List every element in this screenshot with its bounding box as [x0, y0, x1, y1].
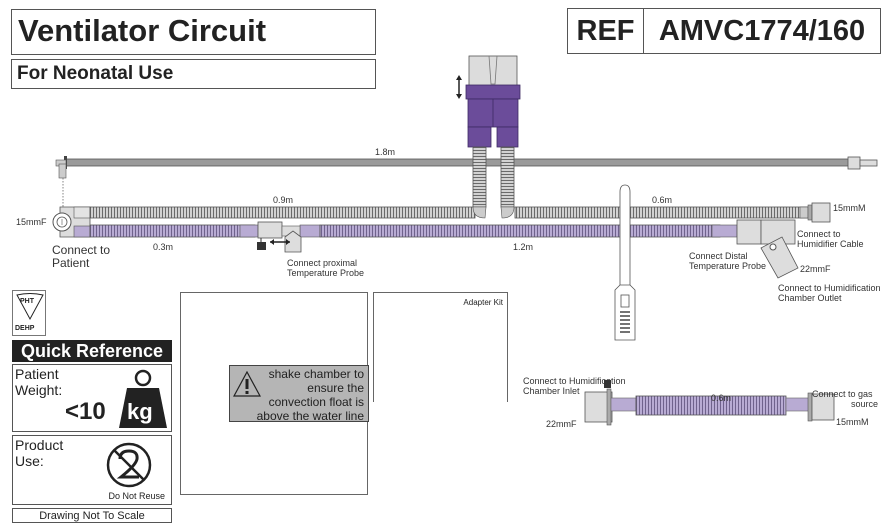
humidifier-connector [736, 202, 831, 279]
warning-line-4: above the water line [256, 409, 364, 423]
length-label-inspiratory-right: 0.6m [652, 195, 673, 205]
weight-icon [119, 369, 167, 428]
distal-probe-label-line2: Temperature Probe [689, 261, 767, 271]
length-label-dry-line: 0.6m [711, 393, 732, 403]
do-not-reuse-icon [106, 442, 152, 488]
warning-text: shake chamber to ensure the convection f… [257, 367, 364, 423]
adapter-kit-box: Adapter Kit [373, 292, 508, 402]
length-label-pressure-line: 1.8m [375, 147, 396, 157]
proximal-probe-port [257, 221, 302, 253]
weight-unit: kg [127, 399, 153, 424]
gas-source-label-line2: source [851, 399, 879, 409]
connect-patient-label-line1: Connect to [52, 243, 111, 257]
water-trap [456, 55, 521, 219]
chamber-inlet-label-line2: Chamber Inlet [523, 386, 580, 396]
proximal-probe-label-line1: Connect proximal [287, 258, 358, 268]
warning-triangle-icon [233, 371, 261, 397]
warning-callout: shake chamber to ensure the convection f… [229, 365, 369, 423]
gas-source-size: 15mmM [836, 417, 869, 427]
pht-label: PHT [20, 298, 34, 305]
outlet-size: 22mmF [800, 264, 831, 274]
patient-weight-box: Patient Weight: <10 kg [12, 364, 172, 432]
page-title: Ventilator Circuit [18, 13, 267, 48]
inlet-size: 22mmF [546, 419, 577, 429]
chamber-inlet-label-line1: Connect to Humidification [523, 376, 626, 386]
proximal-probe-label-line2: Temperature Probe [287, 268, 365, 278]
gas-source-label-line1: Connect to gas [812, 389, 873, 399]
pht-dehp-symbol: PHT DEHP [12, 290, 46, 336]
warning-line-1: shake chamber to [268, 367, 364, 381]
pressure-line [55, 156, 878, 207]
patient-wye [52, 206, 91, 238]
ref-label: REF [568, 9, 644, 53]
distal-probe-label-line1: Connect Distal [689, 251, 748, 261]
pht-shield-icon [16, 293, 44, 321]
quick-reference-header: Quick Reference [12, 340, 172, 362]
humidifier-cable-label-line2: Humidifier Cable [797, 239, 864, 249]
weight-label-line1: Patient [15, 366, 59, 382]
subtitle-box: For Neonatal Use [11, 59, 376, 89]
length-label-expiratory-left: 0.3m [153, 242, 174, 252]
connect-patient-label-line2: Patient [52, 256, 90, 270]
inspiratory-limb [89, 206, 810, 219]
page-subtitle: For Neonatal Use [17, 63, 174, 84]
right-end-size: 15mmM [833, 203, 866, 213]
adapter-kit-title: Adapter Kit [463, 298, 503, 307]
ref-box: REF AMVC1774/160 [567, 8, 881, 54]
tube-clip [614, 184, 636, 341]
chamber-outlet-label-line2: Chamber Outlet [778, 293, 842, 303]
expiratory-limb [89, 224, 738, 238]
ref-value: AMVC1774/160 [658, 14, 866, 47]
chamber-outlet-label-line1: Connect to Humidification [778, 283, 881, 293]
drawing-note-box: Drawing Not To Scale [12, 508, 172, 523]
dry-line [584, 380, 835, 426]
weight-value: <10 [65, 398, 106, 425]
weight-label-line2: Weight: [15, 382, 63, 398]
patient-port-size: 15mmF [16, 217, 47, 227]
do-not-reuse-label: Do Not Reuse [108, 491, 165, 501]
drawing-note: Drawing Not To Scale [39, 510, 145, 522]
product-use-label-line2: Use: [15, 453, 44, 469]
humidifier-cable-label-line1: Connect to [797, 229, 841, 239]
title-box: Ventilator Circuit [11, 9, 376, 55]
dehp-label: DEHP [15, 325, 35, 332]
length-label-expiratory-right: 1.2m [513, 242, 534, 252]
product-use-box: Product Use: Do Not Reuse [12, 435, 172, 505]
warning-line-2: ensure the [307, 381, 364, 395]
warning-line-3: convection float is [268, 395, 364, 409]
length-label-inspiratory-left: 0.9m [273, 195, 294, 205]
product-use-label-line1: Product [15, 437, 64, 453]
